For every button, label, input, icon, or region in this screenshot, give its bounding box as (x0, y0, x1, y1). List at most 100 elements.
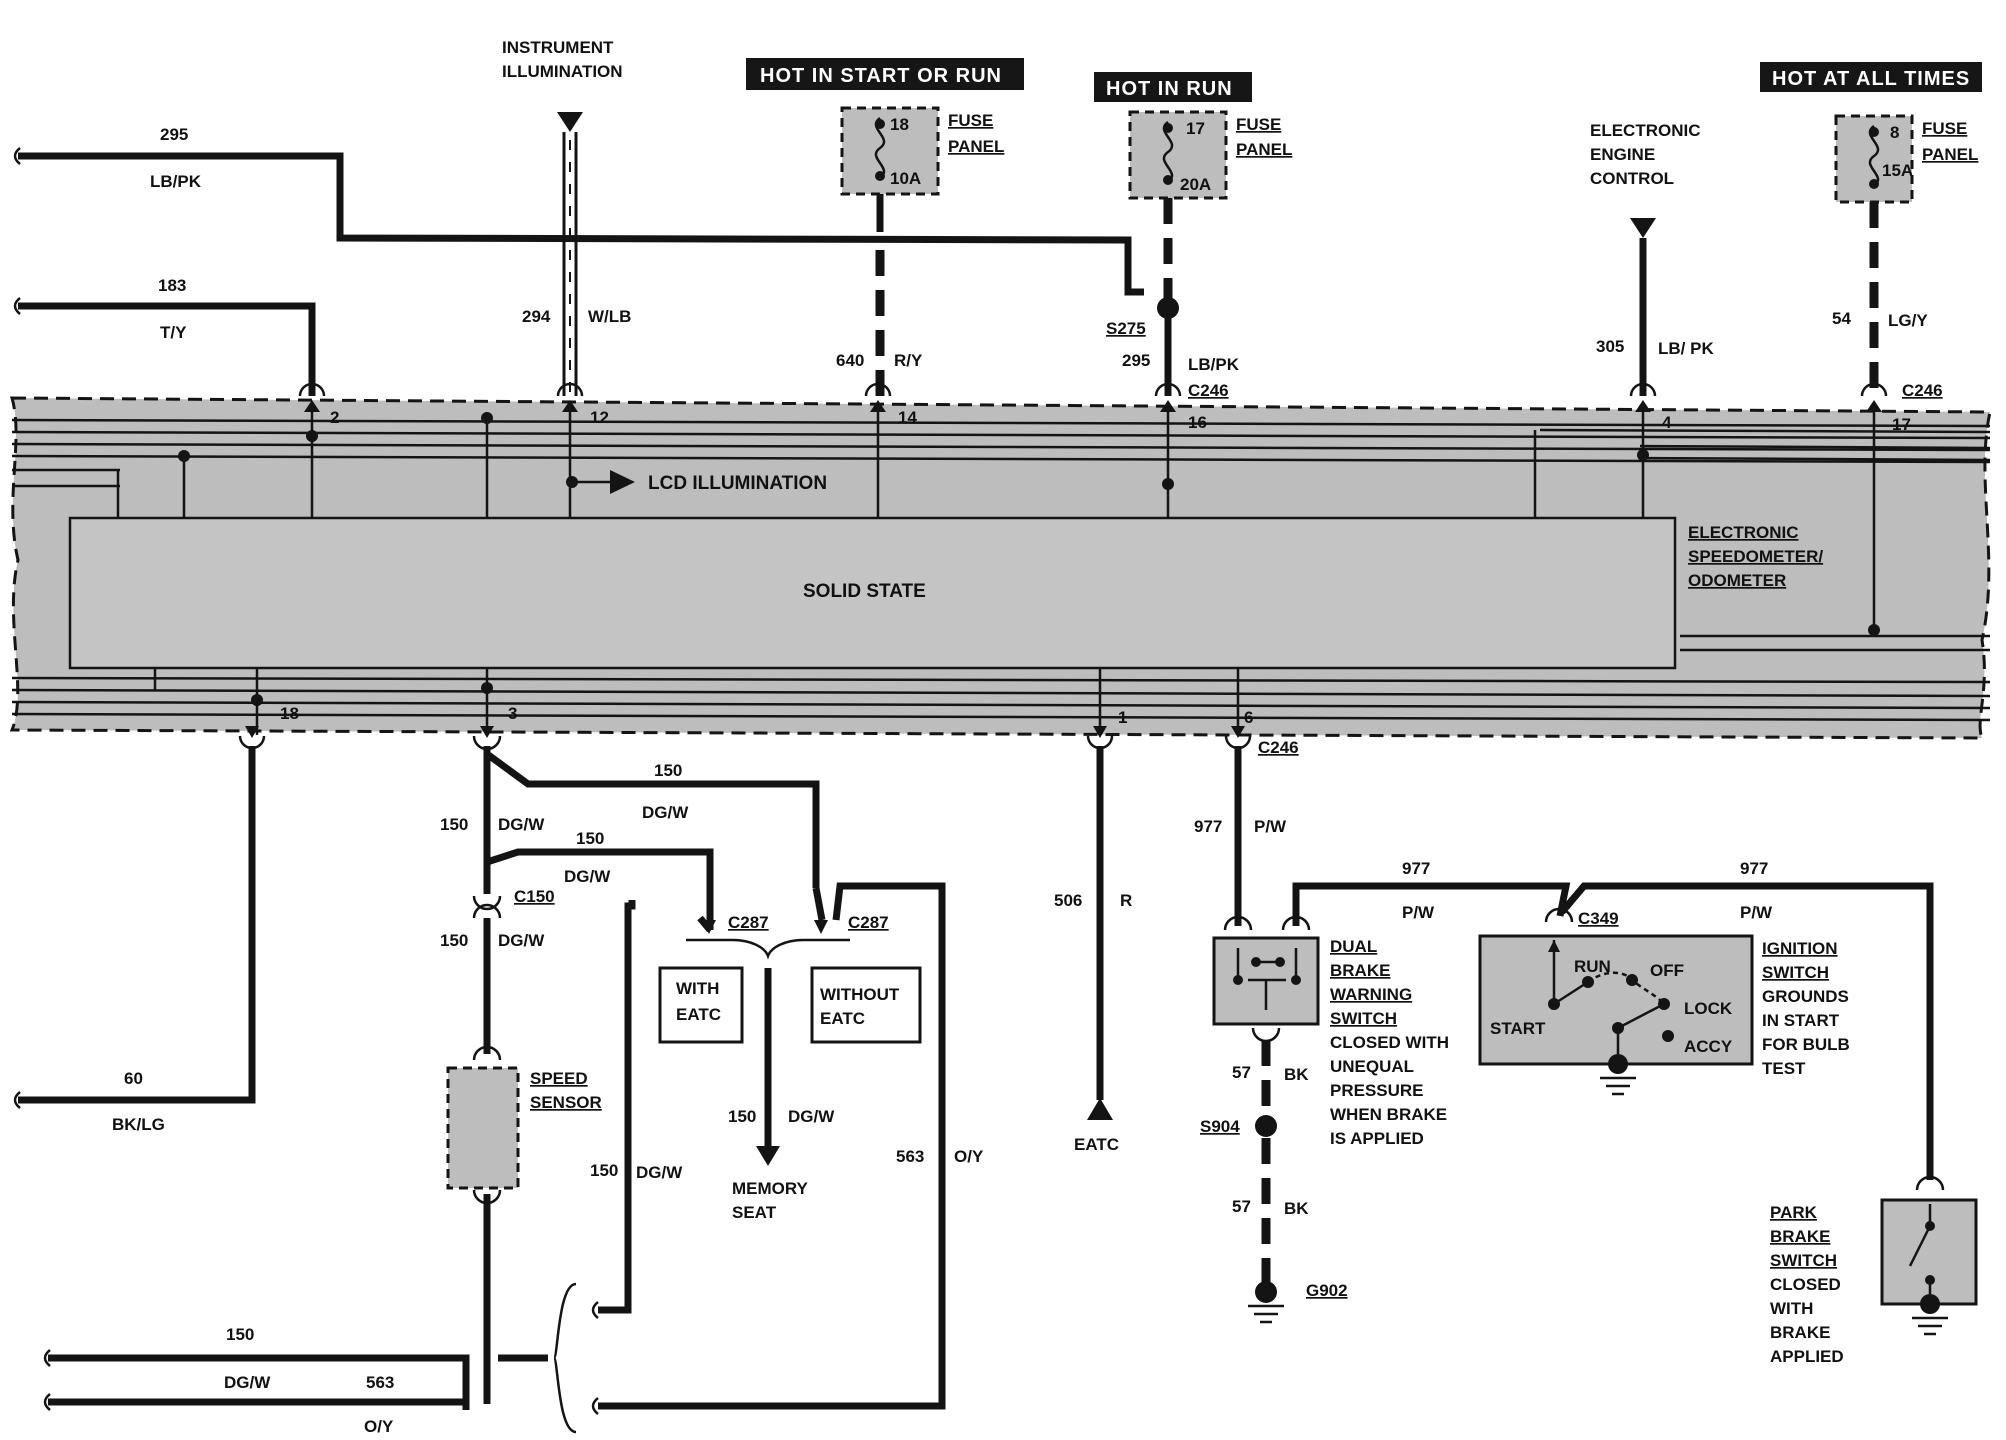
svg-text:54: 54 (1832, 309, 1851, 328)
wire-640: 640 R/Y (836, 194, 923, 396)
solid-state-label: SOLID STATE (803, 581, 926, 602)
svg-text:SWITCH: SWITCH (1330, 1009, 1397, 1028)
svg-text:CLOSED WITH: CLOSED WITH (1330, 1033, 1449, 1052)
svg-text:GROUNDS: GROUNDS (1762, 987, 1849, 1006)
svg-text:WITH: WITH (1770, 1299, 1813, 1318)
svg-text:20A: 20A (1180, 175, 1211, 194)
svg-text:LG/Y: LG/Y (1888, 311, 1928, 330)
svg-text:C287: C287 (848, 913, 889, 932)
wire-150: 150 DG/W 150 DG/W 150 DG/W 150 DG/W C150 (440, 746, 820, 1404)
svg-text:BRAKE: BRAKE (1770, 1323, 1830, 1342)
wire-506: 506 R EATC (1054, 746, 1132, 1154)
svg-text:14: 14 (898, 408, 917, 427)
svg-text:R: R (1120, 891, 1132, 910)
fuse-18: 18 10A FUSE PANEL (840, 106, 1004, 196)
speedometer-module: SOLID STATE LCD ILLUMINATION ELECTRONIC … (9, 396, 1992, 740)
park-brake-switch: PARK BRAKE SWITCH CLOSED WITH BRAKE APPL… (1770, 1175, 1978, 1366)
svg-text:C150: C150 (514, 887, 555, 906)
svg-text:C246: C246 (1258, 738, 1299, 757)
svg-text:FUSE: FUSE (1236, 115, 1281, 134)
svg-text:WARNING: WARNING (1330, 985, 1412, 1004)
svg-text:60: 60 (124, 1069, 143, 1088)
svg-text:WHEN BRAKE: WHEN BRAKE (1330, 1105, 1447, 1124)
svg-text:ELECTRONIC: ELECTRONIC (1688, 523, 1799, 542)
svg-text:3: 3 (508, 704, 517, 723)
header-hot-start-run: HOT IN START OR RUN (746, 58, 1024, 90)
svg-text:O/Y: O/Y (364, 1417, 394, 1436)
svg-text:305: 305 (1596, 337, 1624, 356)
svg-text:18: 18 (280, 704, 299, 723)
svg-text:IS APPLIED: IS APPLIED (1330, 1129, 1424, 1148)
svg-text:SWITCH: SWITCH (1770, 1251, 1837, 1270)
svg-text:T/Y: T/Y (160, 323, 187, 342)
svg-text:BRAKE: BRAKE (1330, 961, 1390, 980)
svg-text:57: 57 (1232, 1063, 1251, 1082)
svg-text:563: 563 (896, 1147, 924, 1166)
svg-text:FOR BULB: FOR BULB (1762, 1035, 1850, 1054)
svg-text:APPLIED: APPLIED (1770, 1347, 1844, 1366)
svg-text:TEST: TEST (1762, 1059, 1806, 1078)
svg-text:BRAKE: BRAKE (1770, 1227, 1830, 1246)
svg-text:2: 2 (330, 408, 339, 427)
svg-text:C246: C246 (1188, 381, 1229, 400)
svg-text:DUAL: DUAL (1330, 937, 1377, 956)
svg-text:LCD ILLUMINATION: LCD ILLUMINATION (648, 473, 827, 494)
svg-text:MEMORY: MEMORY (732, 1179, 809, 1198)
svg-text:HOT IN RUN: HOT IN RUN (1106, 78, 1233, 100)
svg-text:START: START (1490, 1019, 1546, 1038)
svg-text:LOCK: LOCK (1684, 999, 1733, 1018)
solid-state-block (68, 516, 1677, 670)
svg-text:295: 295 (1122, 351, 1150, 370)
header-hot-all-times: HOT AT ALL TIMES (1760, 62, 1982, 92)
svg-text:ILLUMINATION: ILLUMINATION (502, 62, 623, 81)
fuse-8: 8 15A FUSE PANEL (1834, 114, 1978, 204)
svg-text:UNEQUAL: UNEQUAL (1330, 1057, 1414, 1076)
svg-text:LB/PK: LB/PK (1188, 355, 1240, 374)
wire-57: 57 BK S904 57 BK G902 (1200, 1040, 1348, 1324)
svg-text:150: 150 (590, 1161, 618, 1180)
svg-text:57: 57 (1232, 1197, 1251, 1216)
svg-text:W/LB: W/LB (588, 307, 631, 326)
svg-text:BK: BK (1284, 1065, 1309, 1084)
svg-text:4: 4 (1662, 413, 1672, 432)
bottom-bundle: 150 DG/W 563 O/Y 563 O/Y 150 DG/W (43, 882, 984, 1436)
svg-text:PANEL: PANEL (948, 137, 1004, 156)
fuse-17: 17 20A FUSE PANEL (1128, 110, 1292, 200)
svg-text:DG/W: DG/W (498, 815, 545, 834)
svg-text:8: 8 (1890, 123, 1899, 142)
svg-text:ACCY: ACCY (1684, 1037, 1733, 1056)
svg-text:C349: C349 (1578, 909, 1619, 928)
svg-text:DG/W: DG/W (642, 803, 689, 822)
svg-text:DG/W: DG/W (498, 931, 545, 950)
svg-text:150: 150 (654, 761, 682, 780)
wire-54: 54 LG/Y C246 (1832, 202, 1943, 400)
ignition-switch: C349 START RUN OFF LOCK ACCY IGNITION SW… (1478, 907, 1850, 1096)
svg-text:DG/W: DG/W (636, 1163, 683, 1182)
svg-text:IN START: IN START (1762, 1011, 1840, 1030)
svg-text:18: 18 (890, 115, 909, 134)
svg-text:17: 17 (1892, 415, 1911, 434)
speed-sensor: SPEED SENSOR (446, 1045, 602, 1205)
svg-text:640: 640 (836, 351, 864, 370)
eatc-options: C287 C287 WITH EATC WITHOUT EATC 150 DG/… (658, 887, 922, 1222)
svg-text:EATC: EATC (676, 1005, 721, 1024)
wire-60: 60 BK/LG (13, 746, 256, 1134)
svg-text:PANEL: PANEL (1236, 140, 1292, 159)
svg-text:INSTRUMENT: INSTRUMENT (502, 38, 614, 57)
svg-text:FUSE: FUSE (948, 111, 993, 130)
svg-text:LB/ PK: LB/ PK (1658, 339, 1714, 358)
svg-text:506: 506 (1054, 891, 1082, 910)
svg-text:15A: 15A (1882, 161, 1913, 180)
svg-text:P/W: P/W (1254, 817, 1287, 836)
svg-text:IGNITION: IGNITION (1762, 939, 1838, 958)
wire-294: INSTRUMENT ILLUMINATION 294 W/LB (502, 38, 631, 396)
svg-text:O/Y: O/Y (954, 1147, 984, 1166)
wire-295-top: 295 LB/PK (13, 125, 1144, 296)
svg-text:C287: C287 (728, 913, 769, 932)
svg-text:BK/LG: BK/LG (112, 1115, 165, 1134)
svg-text:16: 16 (1188, 413, 1207, 432)
svg-text:150: 150 (728, 1107, 756, 1126)
svg-text:G902: G902 (1306, 1281, 1348, 1300)
wire-305: ELECTRONIC ENGINE CONTROL 305 LB/ PK (1590, 121, 1714, 396)
